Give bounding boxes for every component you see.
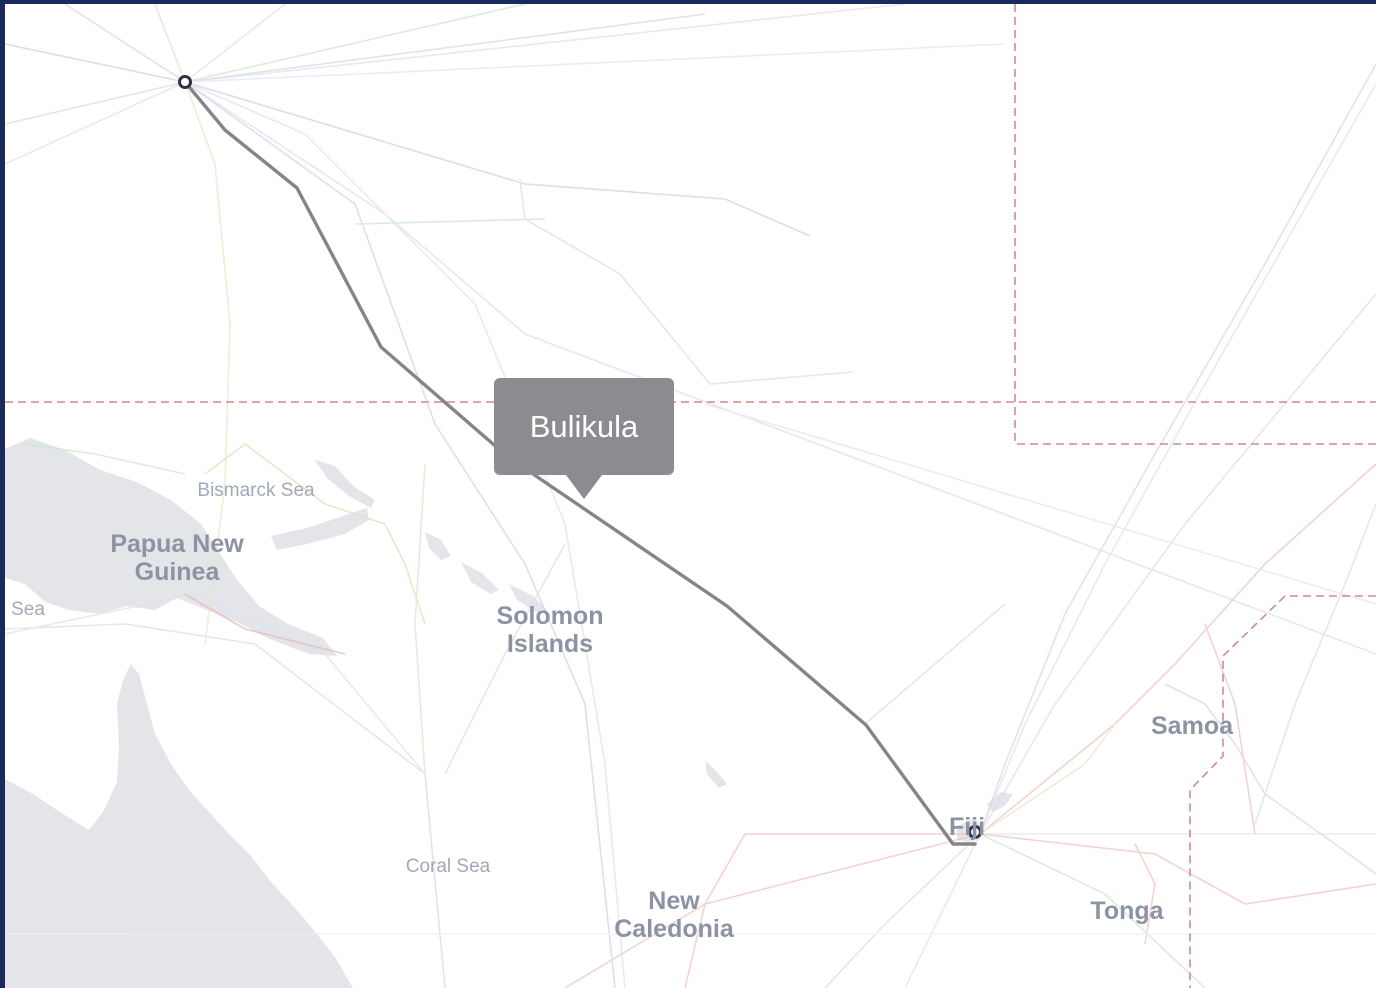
new-caledonia-label-line1: New: [648, 887, 700, 915]
new-caledonia-land: [705, 760, 727, 788]
solomon-island-3: [509, 584, 547, 614]
tonga-label: Tonga: [1090, 897, 1164, 925]
sea-label-fragment: Sea: [11, 599, 45, 620]
landing-station-fiji-marker[interactable]: [968, 825, 982, 839]
maritime-boundaries: [5, 4, 1376, 988]
papua-new-guinea-label: Papua New Guinea: [110, 530, 243, 586]
landing-station-guam-marker[interactable]: [178, 75, 192, 89]
solomon-island-2: [461, 562, 499, 594]
fiji-island-1: [987, 792, 1013, 812]
bismarck-sea-label: Bismarck Sea: [197, 480, 315, 501]
fiji-label: Fiji: [948, 813, 986, 841]
papua-new-guinea-label-line1: Papua New: [110, 530, 244, 558]
map-view[interactable]: Bismarck Sea Papua New Guinea Sea Solomo…: [5, 4, 1376, 988]
tooltip-text: Bulikula: [529, 408, 639, 444]
new-caledonia-label-line2: Caledonia: [614, 915, 734, 943]
solomon-island-1: [425, 532, 451, 560]
solomon-islands-label: Solomon Islands: [497, 602, 604, 658]
solomon-islands-label-line2: Islands: [506, 630, 594, 658]
new-ireland-land: [315, 460, 375, 508]
tooltip-pointer: [566, 475, 602, 499]
landmass-layer: [5, 438, 1013, 988]
papua-new-guinea-label-line2: Guinea: [134, 558, 220, 586]
coral-sea-label: Coral Sea: [405, 856, 491, 877]
new-caledonia-label: New Caledonia: [614, 887, 733, 943]
australia-land: [5, 664, 353, 988]
submarine-cables-layer: [5, 4, 1376, 988]
new-britain-land: [271, 508, 369, 550]
new-guinea-land: [5, 438, 337, 656]
samoa-label: Samoa: [1151, 712, 1233, 740]
solomon-islands-label-line1: Solomon: [496, 602, 604, 630]
landing-station-tooltip: Bulikula: [494, 378, 674, 499]
map-canvas[interactable]: [5, 4, 1376, 988]
